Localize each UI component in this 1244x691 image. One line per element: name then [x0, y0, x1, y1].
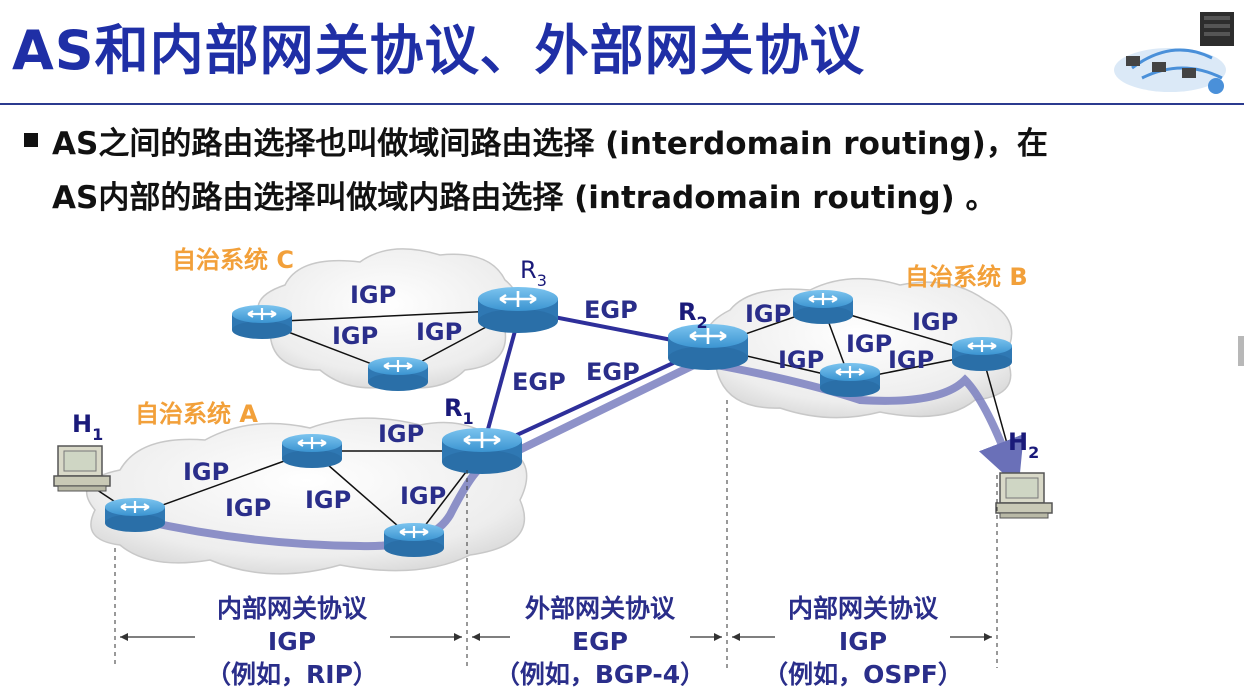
- bottom-right-title: 内部网关协议: [788, 594, 939, 623]
- igp-label: IGP: [378, 420, 424, 448]
- router-r1-icon: [440, 426, 524, 476]
- egp-label: EGP: [586, 358, 640, 386]
- router-r2-icon: [666, 322, 750, 372]
- as-b-cloud: [704, 277, 1013, 419]
- router-r3-icon: [476, 285, 560, 335]
- router-icon: [280, 432, 344, 470]
- router-icon: [818, 361, 882, 399]
- router-icon: [791, 288, 855, 326]
- igp-label: IGP: [416, 318, 462, 346]
- router-r1-label: R1: [444, 394, 474, 428]
- host-h2-label: H2: [1008, 428, 1039, 462]
- as-c-label: 自治系统 C: [172, 246, 294, 274]
- igp-label: IGP: [888, 346, 934, 374]
- bottom-left-example: （例如，RIP）: [206, 660, 378, 689]
- bottom-right-protocol: IGP: [839, 627, 887, 656]
- page-title: AS和内部网关协议、外部网关协议: [12, 19, 865, 82]
- router-r3-label: R3: [520, 256, 547, 290]
- router-icon: [366, 355, 430, 393]
- igp-label: IGP: [350, 281, 396, 309]
- igp-label: IGP: [846, 330, 892, 358]
- bottom-middle-title: 外部网关协议: [525, 594, 676, 623]
- egp-label: EGP: [512, 368, 566, 396]
- igp-label: IGP: [745, 300, 791, 328]
- host-h2-icon: [995, 472, 1053, 519]
- igp-label: IGP: [912, 308, 958, 336]
- igp-label: IGP: [183, 458, 229, 486]
- host-h1-label: H1: [72, 410, 103, 444]
- route-path-arrow: [139, 357, 1024, 551]
- bullet-marker: [24, 133, 38, 147]
- router-icon: [103, 496, 167, 534]
- igp-label: IGP: [225, 494, 271, 522]
- bullet-text-line1: AS之间的路由选择也叫做域间路由选择 (interdomain routing)…: [52, 126, 1048, 162]
- network-clipart-icon: [1112, 8, 1238, 100]
- bottom-middle-example: （例如，BGP-4）: [495, 660, 705, 689]
- router-r2-label: R2: [678, 298, 708, 332]
- router-icon: [230, 303, 294, 341]
- igp-label: IGP: [305, 486, 351, 514]
- title-divider: [0, 103, 1244, 105]
- egp-label: EGP: [584, 296, 638, 324]
- bottom-left-protocol: IGP: [268, 627, 316, 656]
- scroll-indicator: [1238, 336, 1244, 366]
- bottom-middle-protocol: EGP: [572, 627, 628, 656]
- igp-label: IGP: [778, 346, 824, 374]
- bullet-text-line2: AS内部的路由选择叫做域内路由选择 (intradomain routing) …: [52, 180, 997, 216]
- router-icon: [382, 521, 446, 559]
- as-a-label: 自治系统 A: [135, 400, 258, 428]
- bottom-left-title: 内部网关协议: [217, 594, 368, 623]
- bottom-right-example: （例如，OSPF）: [763, 660, 963, 689]
- igp-label: IGP: [332, 322, 378, 350]
- router-icon: [950, 335, 1014, 373]
- as-b-label: 自治系统 B: [905, 263, 1028, 291]
- igp-label: IGP: [400, 482, 446, 510]
- host-h1-icon: [53, 445, 111, 492]
